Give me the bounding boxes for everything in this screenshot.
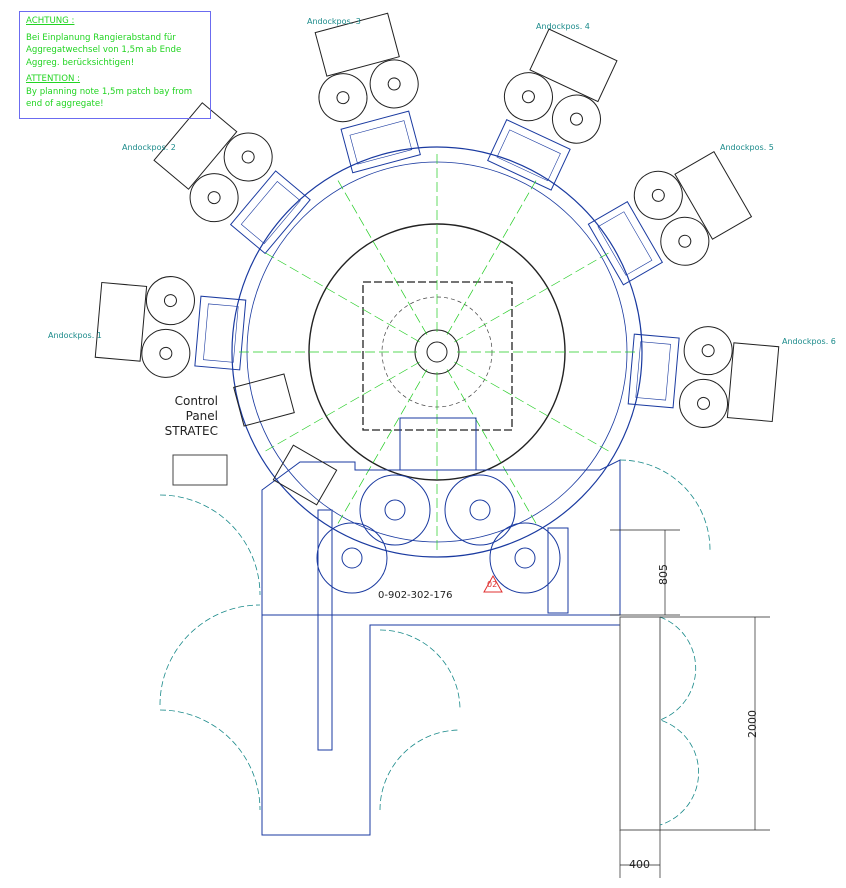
door-arc	[379, 629, 461, 711]
center-line	[263, 361, 420, 453]
starwheel-2	[444, 474, 516, 546]
starwheel-3-hub	[514, 547, 536, 569]
docking-position-2: Andockpos. 2	[122, 143, 176, 152]
control-panel-box	[233, 373, 295, 427]
outer-ring	[231, 146, 643, 558]
docking-position-4: Andockpos. 4	[536, 22, 590, 31]
door-arc	[658, 616, 699, 826]
door-arc	[159, 709, 261, 811]
labeling-station-4	[487, 28, 618, 191]
note-heading-en: ATTENTION :	[26, 74, 81, 84]
conveyor	[317, 509, 333, 751]
starwheel-3	[489, 522, 561, 594]
labeling-station-1	[94, 276, 247, 378]
door-arc	[379, 729, 461, 811]
note-text-de: Bei Einplanung Rangierabstand für Aggreg…	[26, 32, 182, 68]
center-line	[263, 251, 420, 343]
base-square	[362, 281, 513, 431]
dimension-400: 400	[629, 858, 650, 871]
table-circle	[308, 223, 566, 481]
note-text-en: By planning note 1,5m patch bay from end…	[26, 86, 193, 110]
control-panel-line1: Control Panel	[174, 394, 218, 423]
center-shaft	[426, 341, 448, 363]
door-arc	[159, 604, 261, 706]
drawing-number: 0-902-302-176	[378, 590, 453, 601]
center-line	[454, 251, 611, 343]
labeling-station-6	[627, 326, 780, 428]
revision-marker: 02	[487, 580, 498, 589]
dimension-2000: 2000	[746, 710, 759, 738]
center-line	[446, 178, 538, 335]
door-arc	[159, 494, 261, 596]
dimension-805: 805	[657, 564, 670, 585]
control-panel-line2: STRATEC	[164, 424, 218, 438]
docking-position-3: Andockpos. 3	[307, 17, 361, 26]
planning-note: ACHTUNG : Bei Einplanung Rangierabstand …	[19, 11, 211, 119]
door-arc	[619, 459, 711, 551]
operator-panel	[272, 444, 338, 506]
doors	[159, 459, 711, 826]
starwheel-4	[316, 522, 388, 594]
revision-triangle	[483, 574, 503, 593]
center-line	[336, 369, 428, 526]
operator-platform	[172, 454, 228, 486]
dimension-lines	[610, 529, 770, 878]
control-panel-label: Control Panel STRATEC	[140, 394, 218, 439]
conveyor-frame	[172, 373, 661, 836]
starwheel-1	[359, 474, 431, 546]
outfeed-guide	[547, 527, 569, 614]
center-lines	[237, 152, 637, 552]
labeling-station-3	[314, 12, 421, 174]
center-line	[336, 178, 428, 335]
starwheel-1-hub	[384, 499, 406, 521]
starwheel-4-hub	[341, 547, 363, 569]
docking-position-5: Andockpos. 5	[720, 143, 774, 152]
labeling-stations	[94, 12, 780, 428]
labeling-station-5	[587, 151, 753, 286]
carousel	[231, 146, 643, 558]
patch-bay-area	[619, 616, 661, 831]
labeling-station-2	[153, 102, 311, 255]
docking-position-1: Andockpos. 1	[48, 331, 102, 340]
center-line	[446, 369, 538, 526]
center-hub	[414, 329, 460, 375]
infeed-bracket	[399, 417, 477, 471]
center-line	[454, 361, 611, 453]
note-heading-de: ACHTUNG :	[26, 16, 75, 26]
main-frame	[261, 459, 621, 616]
lower-frame	[261, 490, 620, 836]
docking-position-6: Andockpos. 6	[782, 337, 836, 346]
starwheel-2-hub	[469, 499, 491, 521]
